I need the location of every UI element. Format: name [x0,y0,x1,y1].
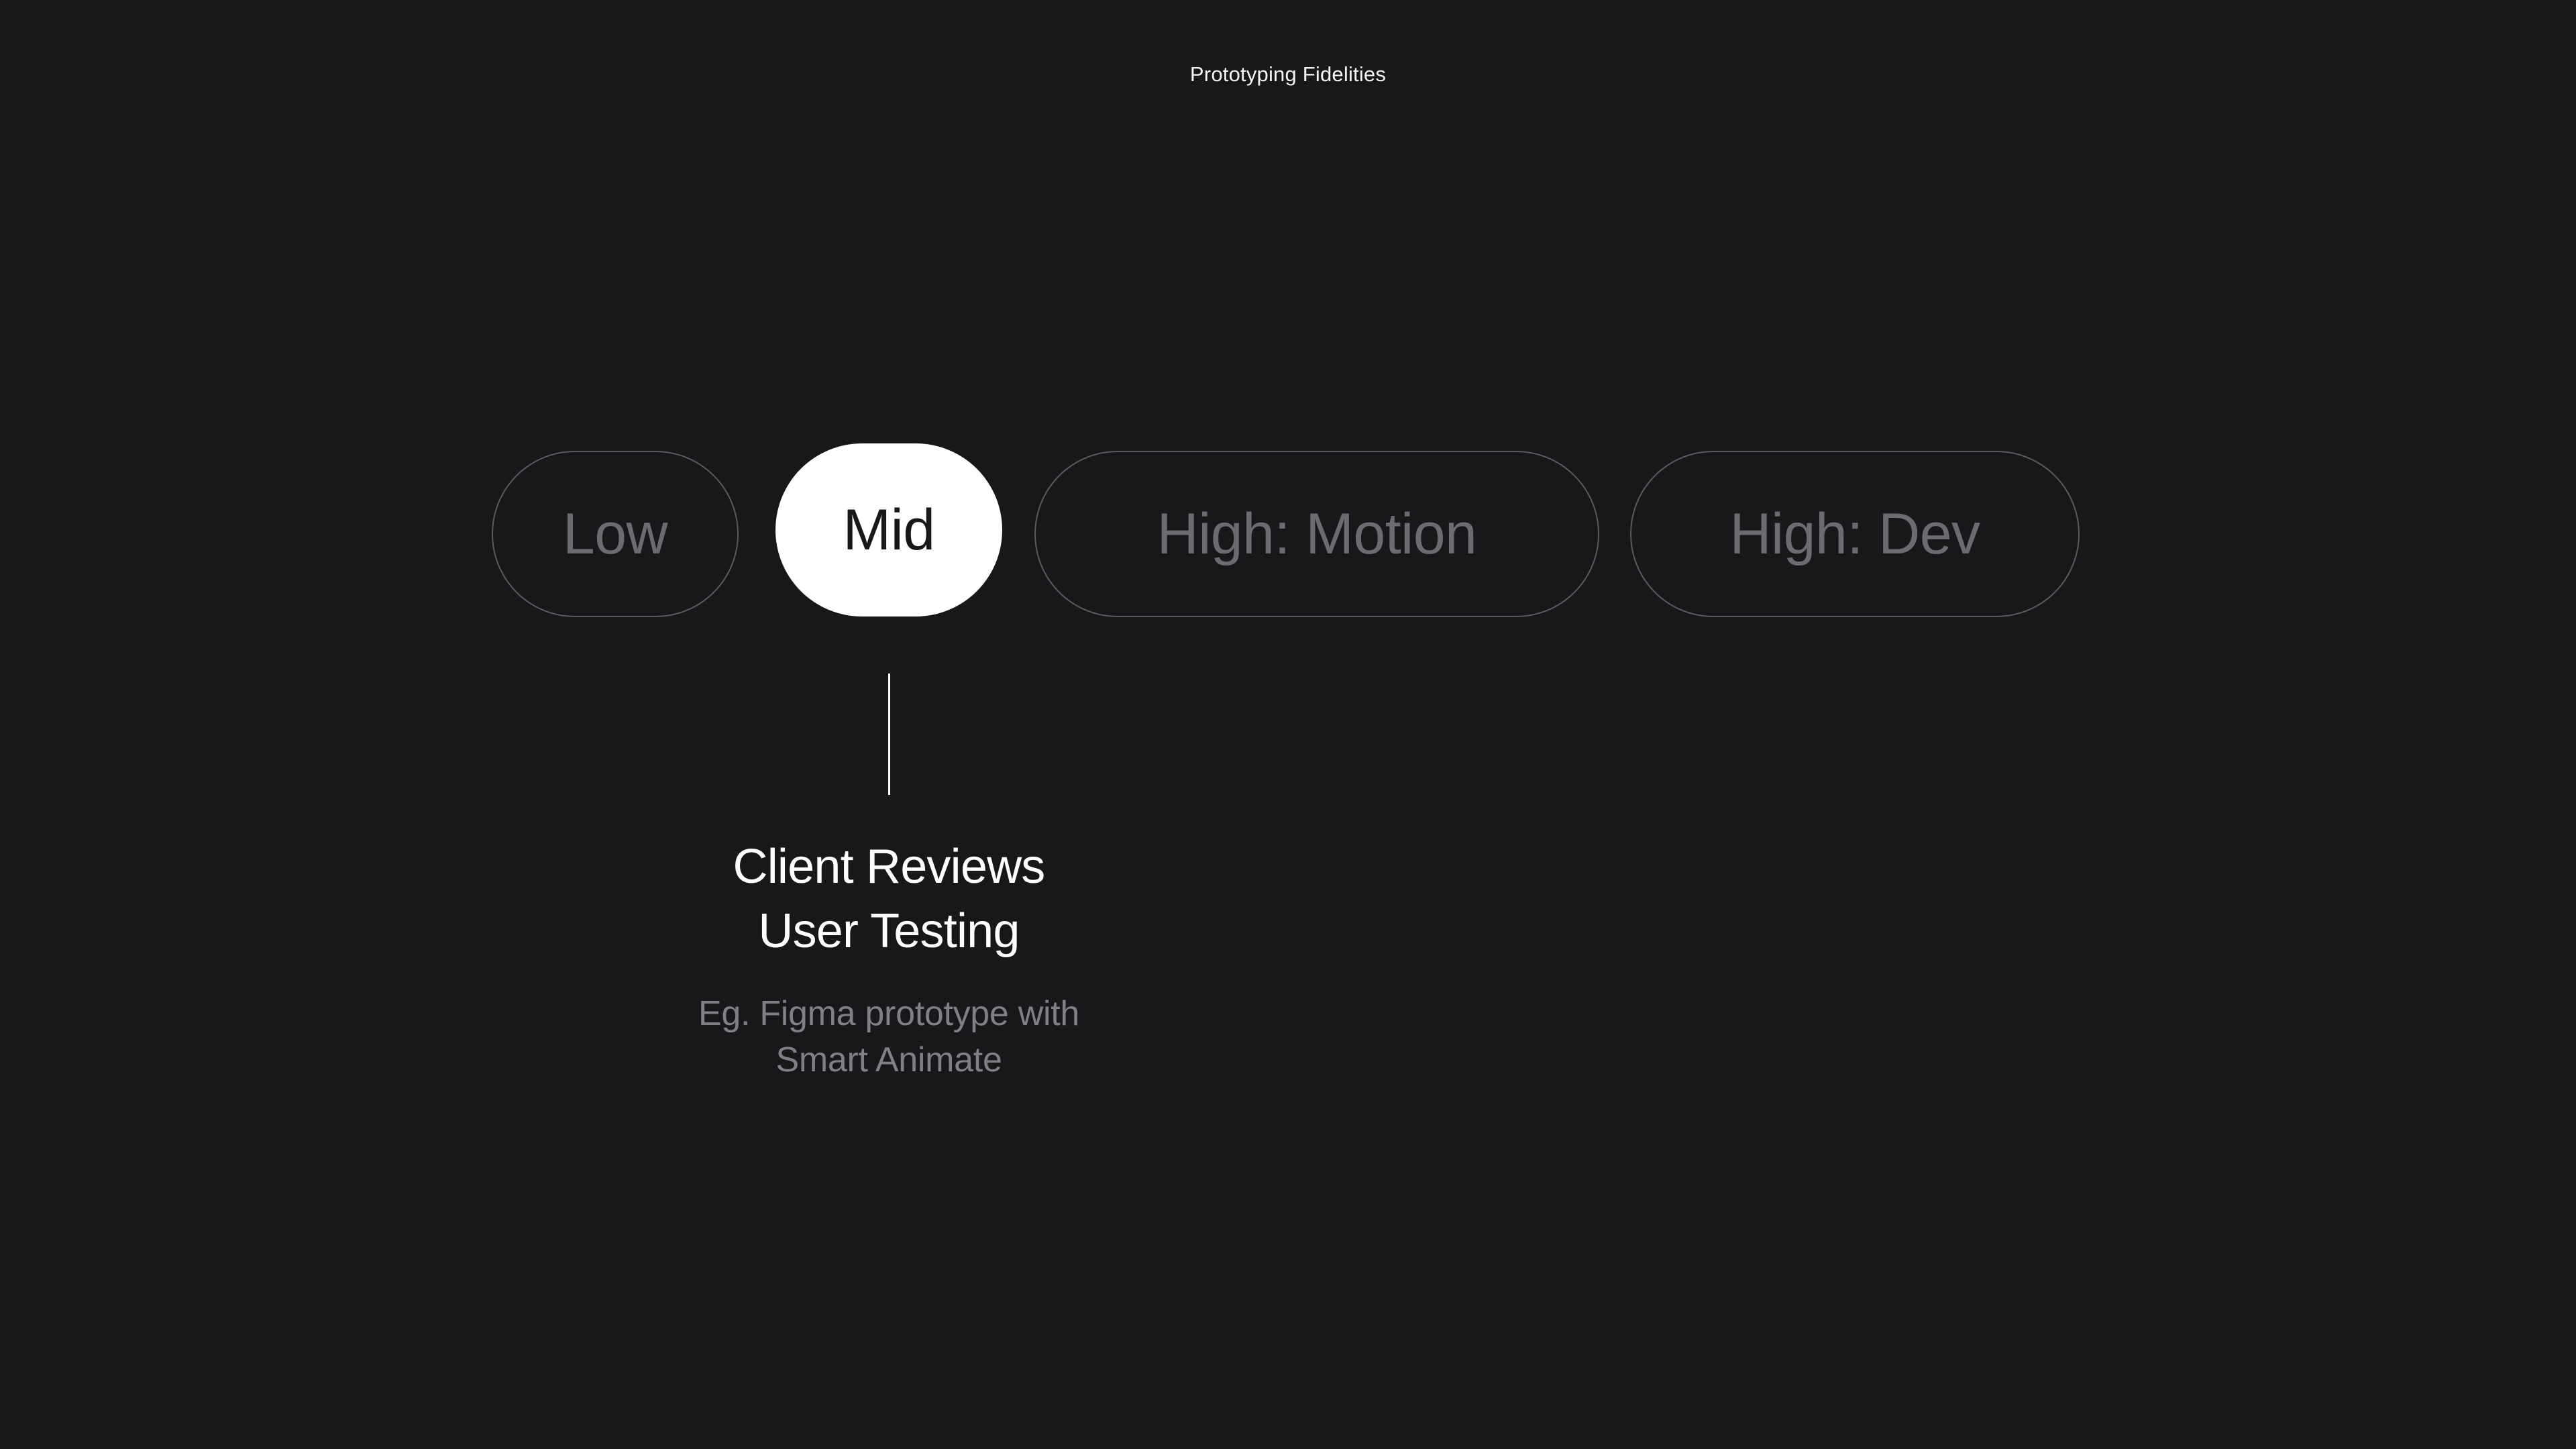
fidelity-selector: Low Mid High: Motion High: Dev [492,443,2080,617]
fidelity-option-high-dev[interactable]: High: Dev [1630,451,2080,617]
fidelity-option-high-motion[interactable]: High: Motion [1034,451,1599,617]
detail-heading-line-2: User Testing [758,904,1020,958]
fidelity-option-high-motion-label: High: Motion [1157,501,1477,566]
fidelity-option-high-dev-label: High: Dev [1729,501,1980,566]
fidelity-option-low[interactable]: Low [492,451,739,617]
detail-heading-line-1: Client Reviews [733,840,1046,894]
fidelity-option-mid-label: Mid [843,497,935,562]
fidelity-option-mid[interactable]: Mid [775,443,1002,616]
page-title: Prototyping Fidelities [1189,62,1387,86]
fidelity-option-low-label: Low [562,501,668,566]
detail-block: Client Reviews User Testing Eg. Figma pr… [553,835,1224,1083]
detail-caption-line-1: Eg. Figma prototype with [698,994,1079,1033]
connector-line [888,674,890,795]
detail-caption-line-2: Smart Animate [775,1040,1002,1079]
